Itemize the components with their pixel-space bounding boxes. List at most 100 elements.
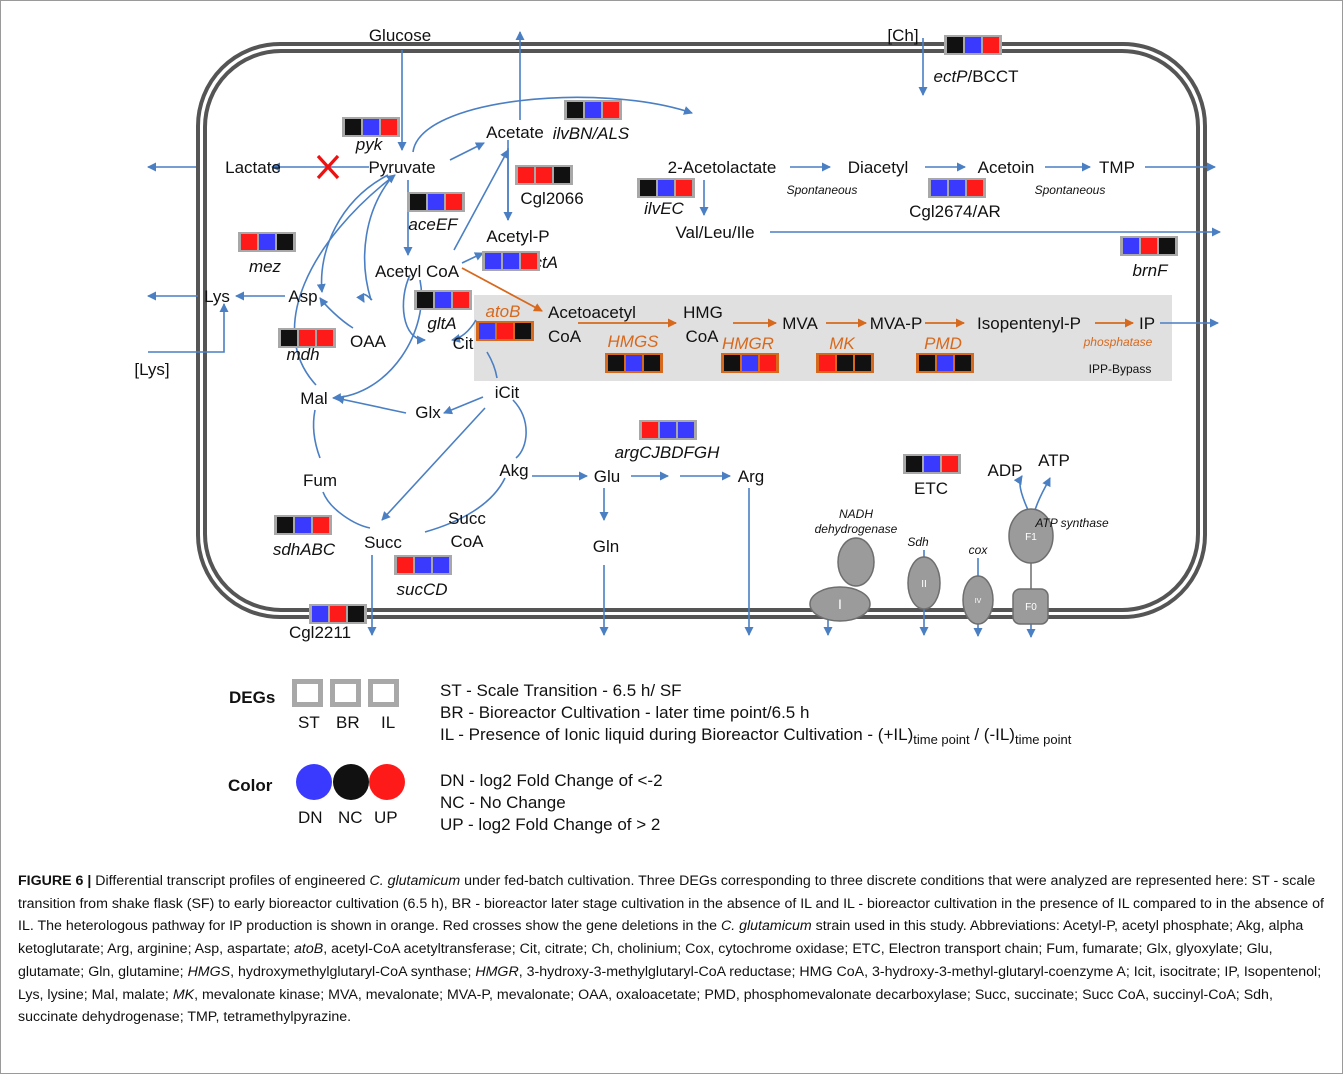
legend-nc: NC	[338, 808, 363, 827]
note-spontaneous-1: Spontaneous	[787, 183, 858, 197]
node-ipp: Isopentenyl-P	[977, 314, 1081, 333]
deg-cell-up	[317, 330, 333, 346]
deg-box-mk	[816, 353, 874, 373]
complex-f0-label: F0	[1025, 602, 1037, 613]
deg-cell-dn	[435, 292, 451, 308]
gene-argcj: argCJBDFGH	[615, 443, 721, 462]
deg-cell-up	[453, 292, 469, 308]
deg-cell-up	[760, 355, 776, 371]
node-lys-ext: [Lys]	[134, 360, 169, 379]
node-fum: Fum	[303, 471, 337, 490]
caption-hmgr: HMGR	[475, 963, 519, 980]
deg-cell-nc	[410, 194, 426, 210]
deg-cell-dn	[678, 422, 694, 438]
deg-box-acta	[482, 251, 540, 271]
caption-mk: MK	[172, 986, 195, 1003]
deg-box-hmgr	[721, 353, 779, 373]
deg-cell-dn	[503, 253, 519, 269]
deg-cell-nc	[947, 37, 963, 53]
deg-cell-up	[497, 323, 513, 339]
caption-p5: , hydroxymethylglutaryl-CoA synthase;	[230, 963, 476, 980]
metabolite-labels: Glucose [Ch] Acetate Lactate Pyruvate 2-…	[134, 26, 1155, 642]
gene-ectp-label: ectP/BCCT	[933, 67, 1018, 86]
deg-box-glta	[414, 290, 472, 310]
gene-pyk: pyk	[355, 135, 384, 154]
complex-f1-label: F1	[1025, 532, 1037, 543]
deg-box-argcjbdfgh	[639, 420, 697, 440]
node-acetoin: Acetoin	[978, 158, 1035, 177]
legend-up: UP	[374, 808, 398, 827]
cell-membrane-inner	[203, 49, 1200, 612]
figure-caption: FIGURE 6 | Differential transcript profi…	[18, 870, 1328, 1029]
gene-hmgr: HMGR	[722, 334, 774, 353]
deg-cell-up	[241, 234, 257, 250]
deg-cell-nc	[515, 323, 531, 339]
gene-atob: atoB	[486, 302, 521, 321]
deg-cell-dn	[585, 102, 601, 118]
etc-complexes	[809, 508, 1054, 625]
cell-membrane-outer	[196, 42, 1207, 619]
legend-dn: DN	[298, 808, 323, 827]
caption-p3: strain used in this study. Abbreviations…	[18, 918, 1304, 958]
deg-cell-dn	[479, 323, 495, 339]
deg-box-ectp-bcct	[944, 35, 1002, 55]
deg-cell-nc	[906, 456, 922, 472]
deletion-cross	[316, 154, 340, 180]
note-nadh-line1: NADH	[839, 507, 873, 521]
node-cit: Cit	[453, 334, 474, 353]
deg-cell-up	[521, 253, 537, 269]
deg-cell-up	[397, 557, 413, 573]
deg-cell-dn	[924, 456, 940, 472]
legend-il-sub1: time point	[913, 732, 970, 747]
deg-cell-nc	[1159, 238, 1175, 254]
deg-box-mdh	[278, 328, 336, 348]
node-adp: ADP	[988, 461, 1023, 480]
caption-p2: under fed-batch cultivation. Three DEGs …	[18, 873, 1324, 935]
legend-degs-title: DEGs	[229, 688, 276, 707]
caption-p6: , 3-hydroxy-3-methylglutaryl-CoA reducta…	[18, 963, 1322, 1003]
legend-up-text: UP - log2 Fold Change of > 2	[440, 815, 661, 834]
caption-hmgs: HMGS	[187, 963, 231, 980]
gene-sdhabc: sdhABC	[273, 540, 336, 559]
gene-cgl2674: Cgl2674/AR	[909, 202, 1001, 221]
gene-glta: gltA	[427, 314, 456, 333]
legend-nc-text: NC - No Change	[440, 793, 566, 812]
node-ip: IP	[1139, 314, 1155, 333]
node-lys: Lys	[204, 287, 230, 306]
node-acetolactate: 2-Acetolactate	[668, 158, 777, 177]
node-ch: [Ch]	[887, 26, 918, 45]
gene-hmgs: HMGS	[608, 332, 660, 351]
gene-mez: mez	[249, 257, 282, 276]
deg-cell-nc	[348, 606, 364, 622]
node-mva: MVA	[782, 314, 818, 333]
deg-box-brnf	[1120, 236, 1178, 256]
deg-cell-nc	[919, 355, 935, 371]
deg-cell-up	[1141, 238, 1157, 254]
gene-pmd: PMD	[924, 334, 962, 353]
deg-cell-nc	[955, 355, 971, 371]
deg-cell-up	[518, 167, 534, 183]
deg-cell-up	[381, 119, 397, 135]
deg-box-atob	[476, 321, 534, 341]
legend-color-title: Color	[228, 776, 273, 795]
node-cgl2211: Cgl2211	[289, 623, 351, 642]
node-glu: Glu	[594, 467, 620, 486]
gene-mdh: mdh	[286, 345, 319, 364]
legend-st-text: ST - Scale Transition - 6.5 h/ SF	[440, 681, 682, 700]
deg-box-mez	[238, 232, 296, 252]
deg-box-pyk	[342, 117, 400, 137]
legend-box-il	[368, 679, 399, 707]
deg-cell-dn	[937, 355, 953, 371]
deg-box-cgl2066	[515, 165, 573, 185]
deg-cell-dn	[259, 234, 275, 250]
deg-cell-up	[299, 330, 315, 346]
note-nadh-line2: dehydrogenase	[815, 522, 898, 536]
deg-cell-up	[536, 167, 552, 183]
gene-ilvbn-suffix: /ALS	[591, 124, 630, 143]
caption-org2: C. glutamicum	[720, 918, 812, 935]
complex-ii-label: II	[921, 579, 927, 590]
gene-ectp-suffix: /BCCT	[968, 67, 1019, 86]
deg-cell-nc	[567, 102, 583, 118]
deg-cell-nc	[644, 355, 660, 371]
deg-cell-dn	[949, 180, 965, 196]
